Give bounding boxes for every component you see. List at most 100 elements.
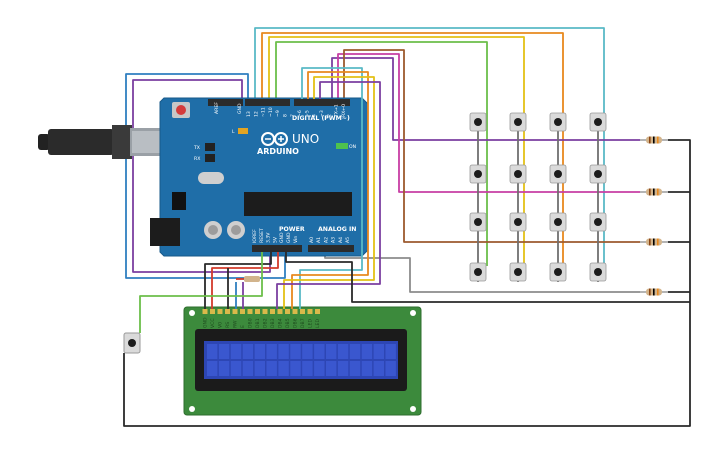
led-l-label: L [232,129,235,135]
lcd-pin[interactable] [292,309,298,314]
lcd-pin[interactable] [315,309,320,314]
keypad-button[interactable] [469,212,487,232]
resistor [640,238,668,246]
lcd-pin[interactable] [240,309,245,314]
tx-led [205,143,215,151]
wire [275,41,488,266]
pin-label: ~6 [297,110,303,117]
pin-label: 12 [253,111,259,117]
lcd-cell [361,361,373,376]
keypad-button[interactable] [469,112,487,132]
lcd-pin[interactable] [210,309,215,314]
lcd-pin-label: DB2 [263,318,269,328]
rx-led [205,154,215,162]
resistor [640,188,668,196]
wire [299,67,363,309]
lcd-cell [218,344,230,359]
keypad-button[interactable] [589,212,607,232]
pin-label: 7 [290,114,296,117]
aref-label: AREF [214,102,220,114]
mount-hole [410,310,416,316]
keypad-button[interactable] [549,164,567,184]
lcd-pin[interactable] [307,309,313,314]
lcd-pin-label: DB0 [248,318,254,328]
keypad-matrix [469,112,607,282]
lcd-pin-label: DB3 [270,318,276,328]
lcd-pin[interactable] [277,309,283,314]
pin-label: RESET [259,228,265,243]
keypad-button[interactable] [469,164,487,184]
lcd-cell [314,344,325,359]
pin-label: A0 [309,237,315,243]
keypad-button[interactable] [509,112,527,132]
lcd-cell [349,344,361,359]
pin-label: A1 [316,237,322,243]
lcd-pin[interactable] [232,309,238,314]
pin-label: A5 [345,237,351,243]
lcd-pin[interactable] [202,309,208,314]
lcd-pin-label: VCC [210,318,216,328]
pin-label: A2 [323,237,329,243]
reset-button-cap[interactable] [176,105,186,115]
lcd-pin[interactable] [262,309,268,314]
header-power [252,245,302,252]
resistors-layer [640,136,668,296]
wires-front-layer [139,67,690,333]
keypad-button[interactable] [469,262,487,282]
lcd-cell [230,344,242,359]
lcd-pin[interactable] [225,309,230,314]
lcd-cell [242,361,254,376]
lcd-cell [302,361,313,376]
led-tx-label: TX [193,145,200,151]
pin-label: ~5 [304,110,310,117]
wires-layer [123,27,691,427]
lcd-cell [290,361,301,376]
wire [343,49,640,243]
pin-label: 8 [283,114,289,117]
mount-hole [189,406,195,412]
crystal-oscillator [198,172,224,184]
lcd-cell [326,361,337,376]
on-led [336,143,348,149]
lcd-pin[interactable] [270,309,275,314]
keypad-button[interactable] [589,164,607,184]
standalone-pushbutton[interactable] [123,332,141,354]
lcd-cell [337,361,349,376]
power-jack [150,218,180,246]
lcd-cell [326,344,337,359]
lcd-cell [254,344,265,359]
keypad-button[interactable] [509,164,527,184]
pin-label: ~9 [275,110,281,117]
lcd-pin[interactable] [300,309,305,314]
keypad-button[interactable] [549,112,567,132]
lcd-cell [349,361,361,376]
resistor [640,288,668,296]
lcd-pin-label: RS [225,322,231,328]
voltage-regulator [172,192,186,210]
pin-label: A3 [331,237,337,243]
lcd-resistor [244,276,260,282]
lcd-pin[interactable] [285,309,290,314]
lcd-pin-label: DB4 [278,318,284,328]
led-rx-label: RX [194,156,200,162]
lcd-cell [242,344,254,359]
lcd-pin[interactable] [255,309,260,314]
keypad-button[interactable] [509,262,527,282]
keypad-button[interactable] [589,262,607,282]
lcd-pin[interactable] [247,309,253,314]
pin-label: 4 [312,114,318,117]
lcd-pin-label: DB7 [300,318,306,328]
header-analog [308,245,354,252]
lcd-pin[interactable] [217,309,223,314]
keypad-button[interactable] [549,212,567,232]
pin-label: RX←0 [341,104,347,117]
lcd-pin-label: DB5 [285,318,291,328]
keypad-button[interactable] [549,262,567,282]
keypad-button[interactable] [589,112,607,132]
keypad-button[interactable] [509,212,527,232]
